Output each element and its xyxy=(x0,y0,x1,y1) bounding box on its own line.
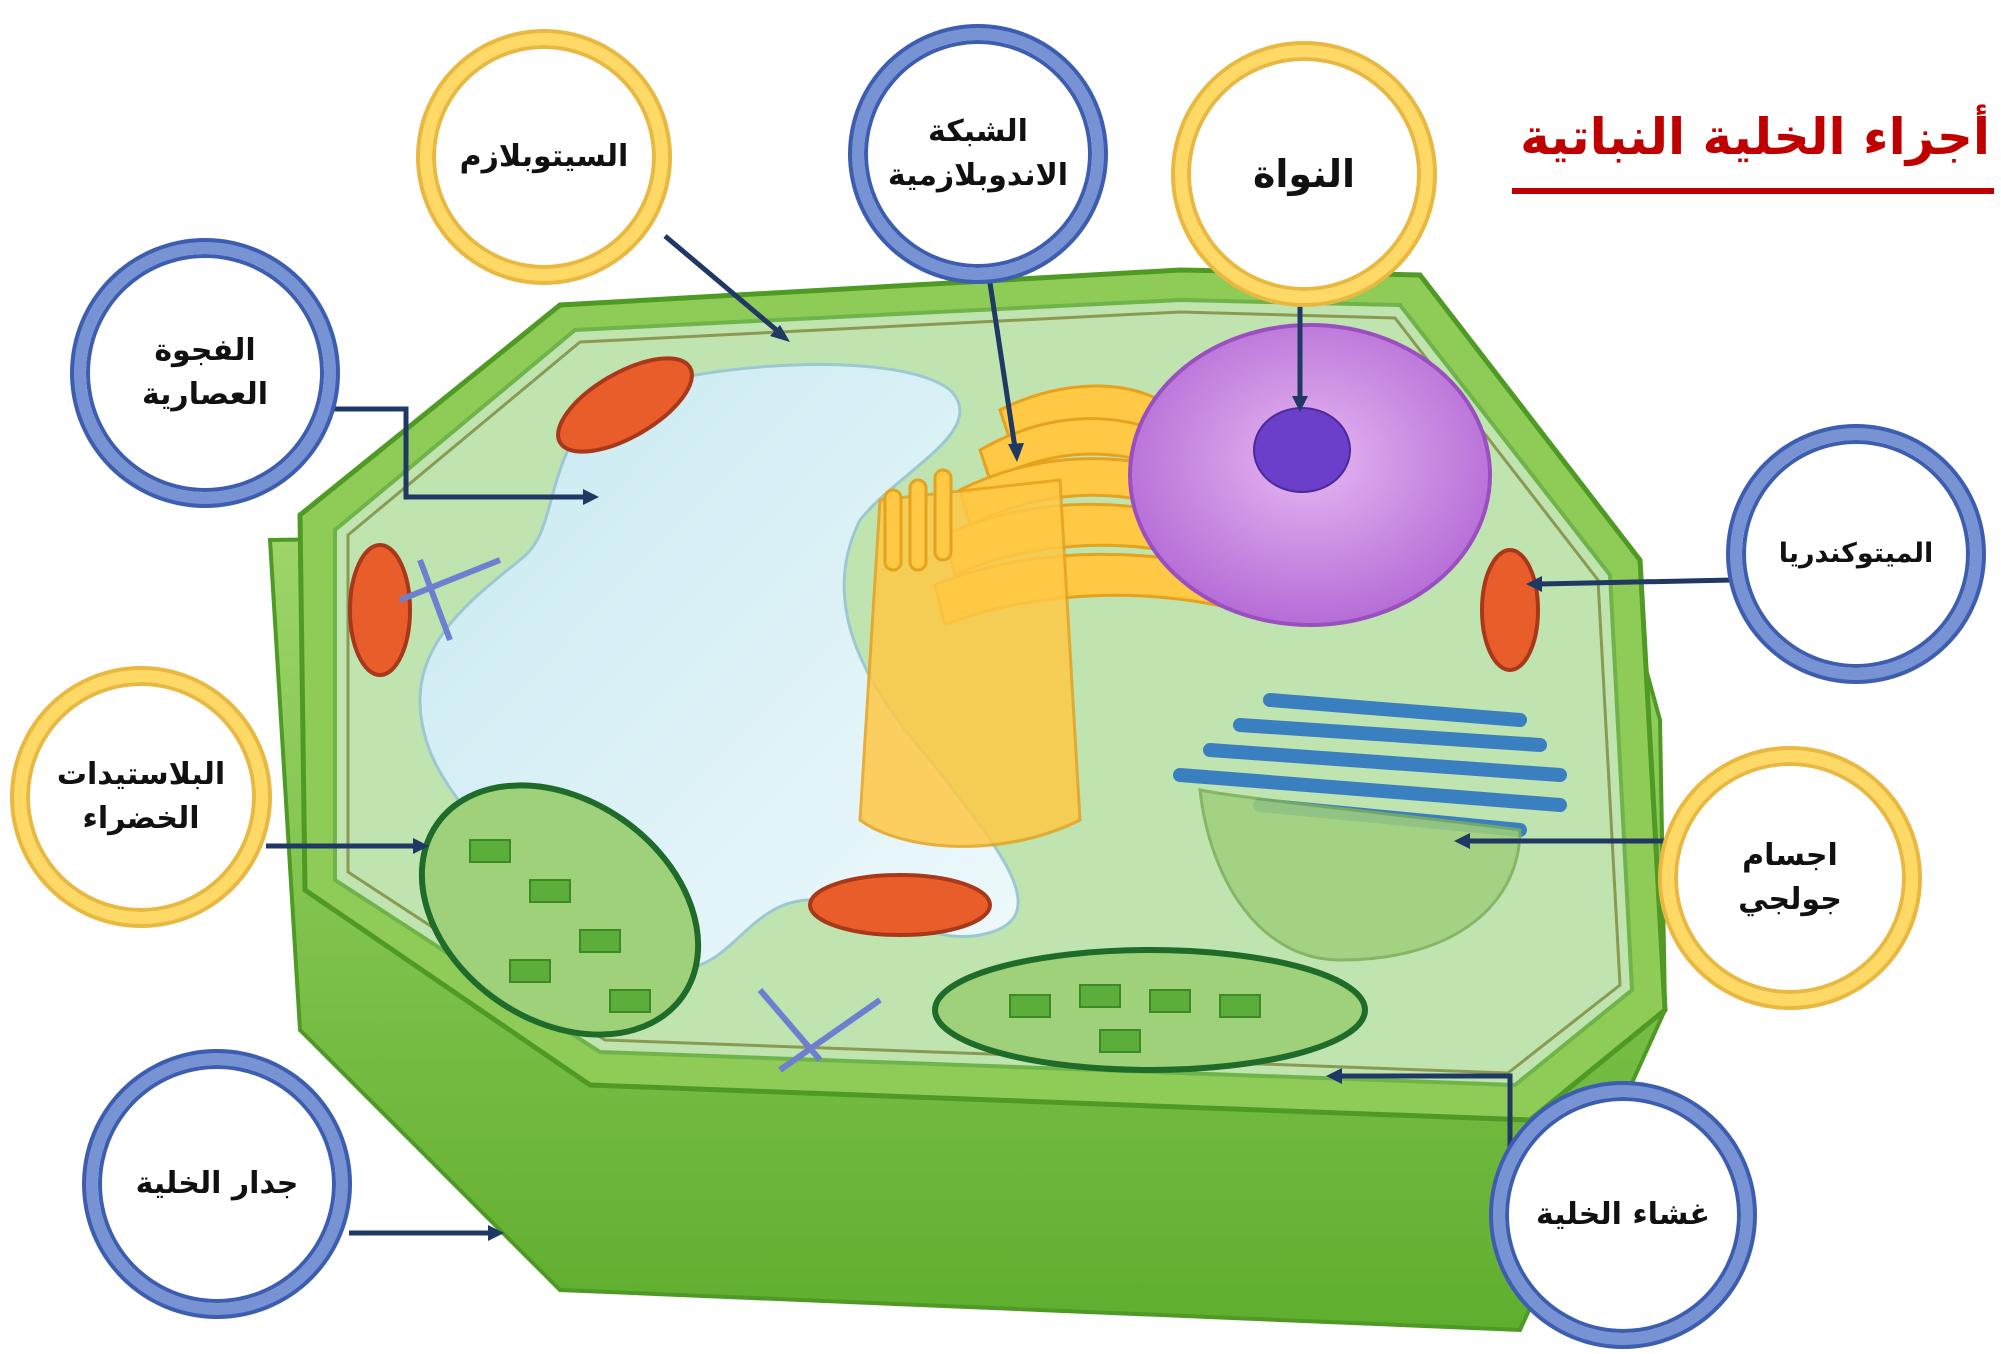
label-chloroplasts: البلاستيدات الخضراء xyxy=(14,670,268,924)
label-nucleus: النواة xyxy=(1175,45,1433,303)
diagram-title: أجزاء الخلية النباتية xyxy=(1500,108,1990,166)
label-cell-membrane-text: غشاء الخلية xyxy=(1536,1193,1710,1237)
label-mitochondria: الميتوكندريا xyxy=(1730,428,1982,680)
label-vacuole: الفجوة العصارية xyxy=(74,242,336,504)
label-nucleus-text: النواة xyxy=(1253,152,1355,196)
mitochondrion xyxy=(350,545,410,675)
label-cell-wall: جدار الخلية xyxy=(86,1053,348,1315)
label-chloroplasts-text: البلاستيدات الخضراء xyxy=(57,753,225,841)
mitochondrion xyxy=(1482,550,1538,670)
title-underline xyxy=(1512,188,1994,194)
label-golgi: اجسام جولجي xyxy=(1662,750,1918,1006)
label-cell-membrane: غشاء الخلية xyxy=(1493,1085,1753,1345)
label-golgi-text: اجسام جولجي xyxy=(1738,834,1842,922)
mitochondrion xyxy=(810,875,990,935)
label-cytoplasm: السيتوبلازم xyxy=(420,33,668,281)
label-er-text: الشبكة الاندوبلازمية xyxy=(888,110,1068,198)
label-vacuole-text: الفجوة العصارية xyxy=(142,329,268,417)
label-cell-wall-text: جدار الخلية xyxy=(136,1162,299,1206)
label-mitochondria-text: الميتوكندريا xyxy=(1779,532,1934,576)
label-cytoplasm-text: السيتوبلازم xyxy=(460,135,629,179)
label-endoplasmic-reticulum: الشبكة الاندوبلازمية xyxy=(852,28,1104,280)
nucleolus xyxy=(1254,408,1350,492)
